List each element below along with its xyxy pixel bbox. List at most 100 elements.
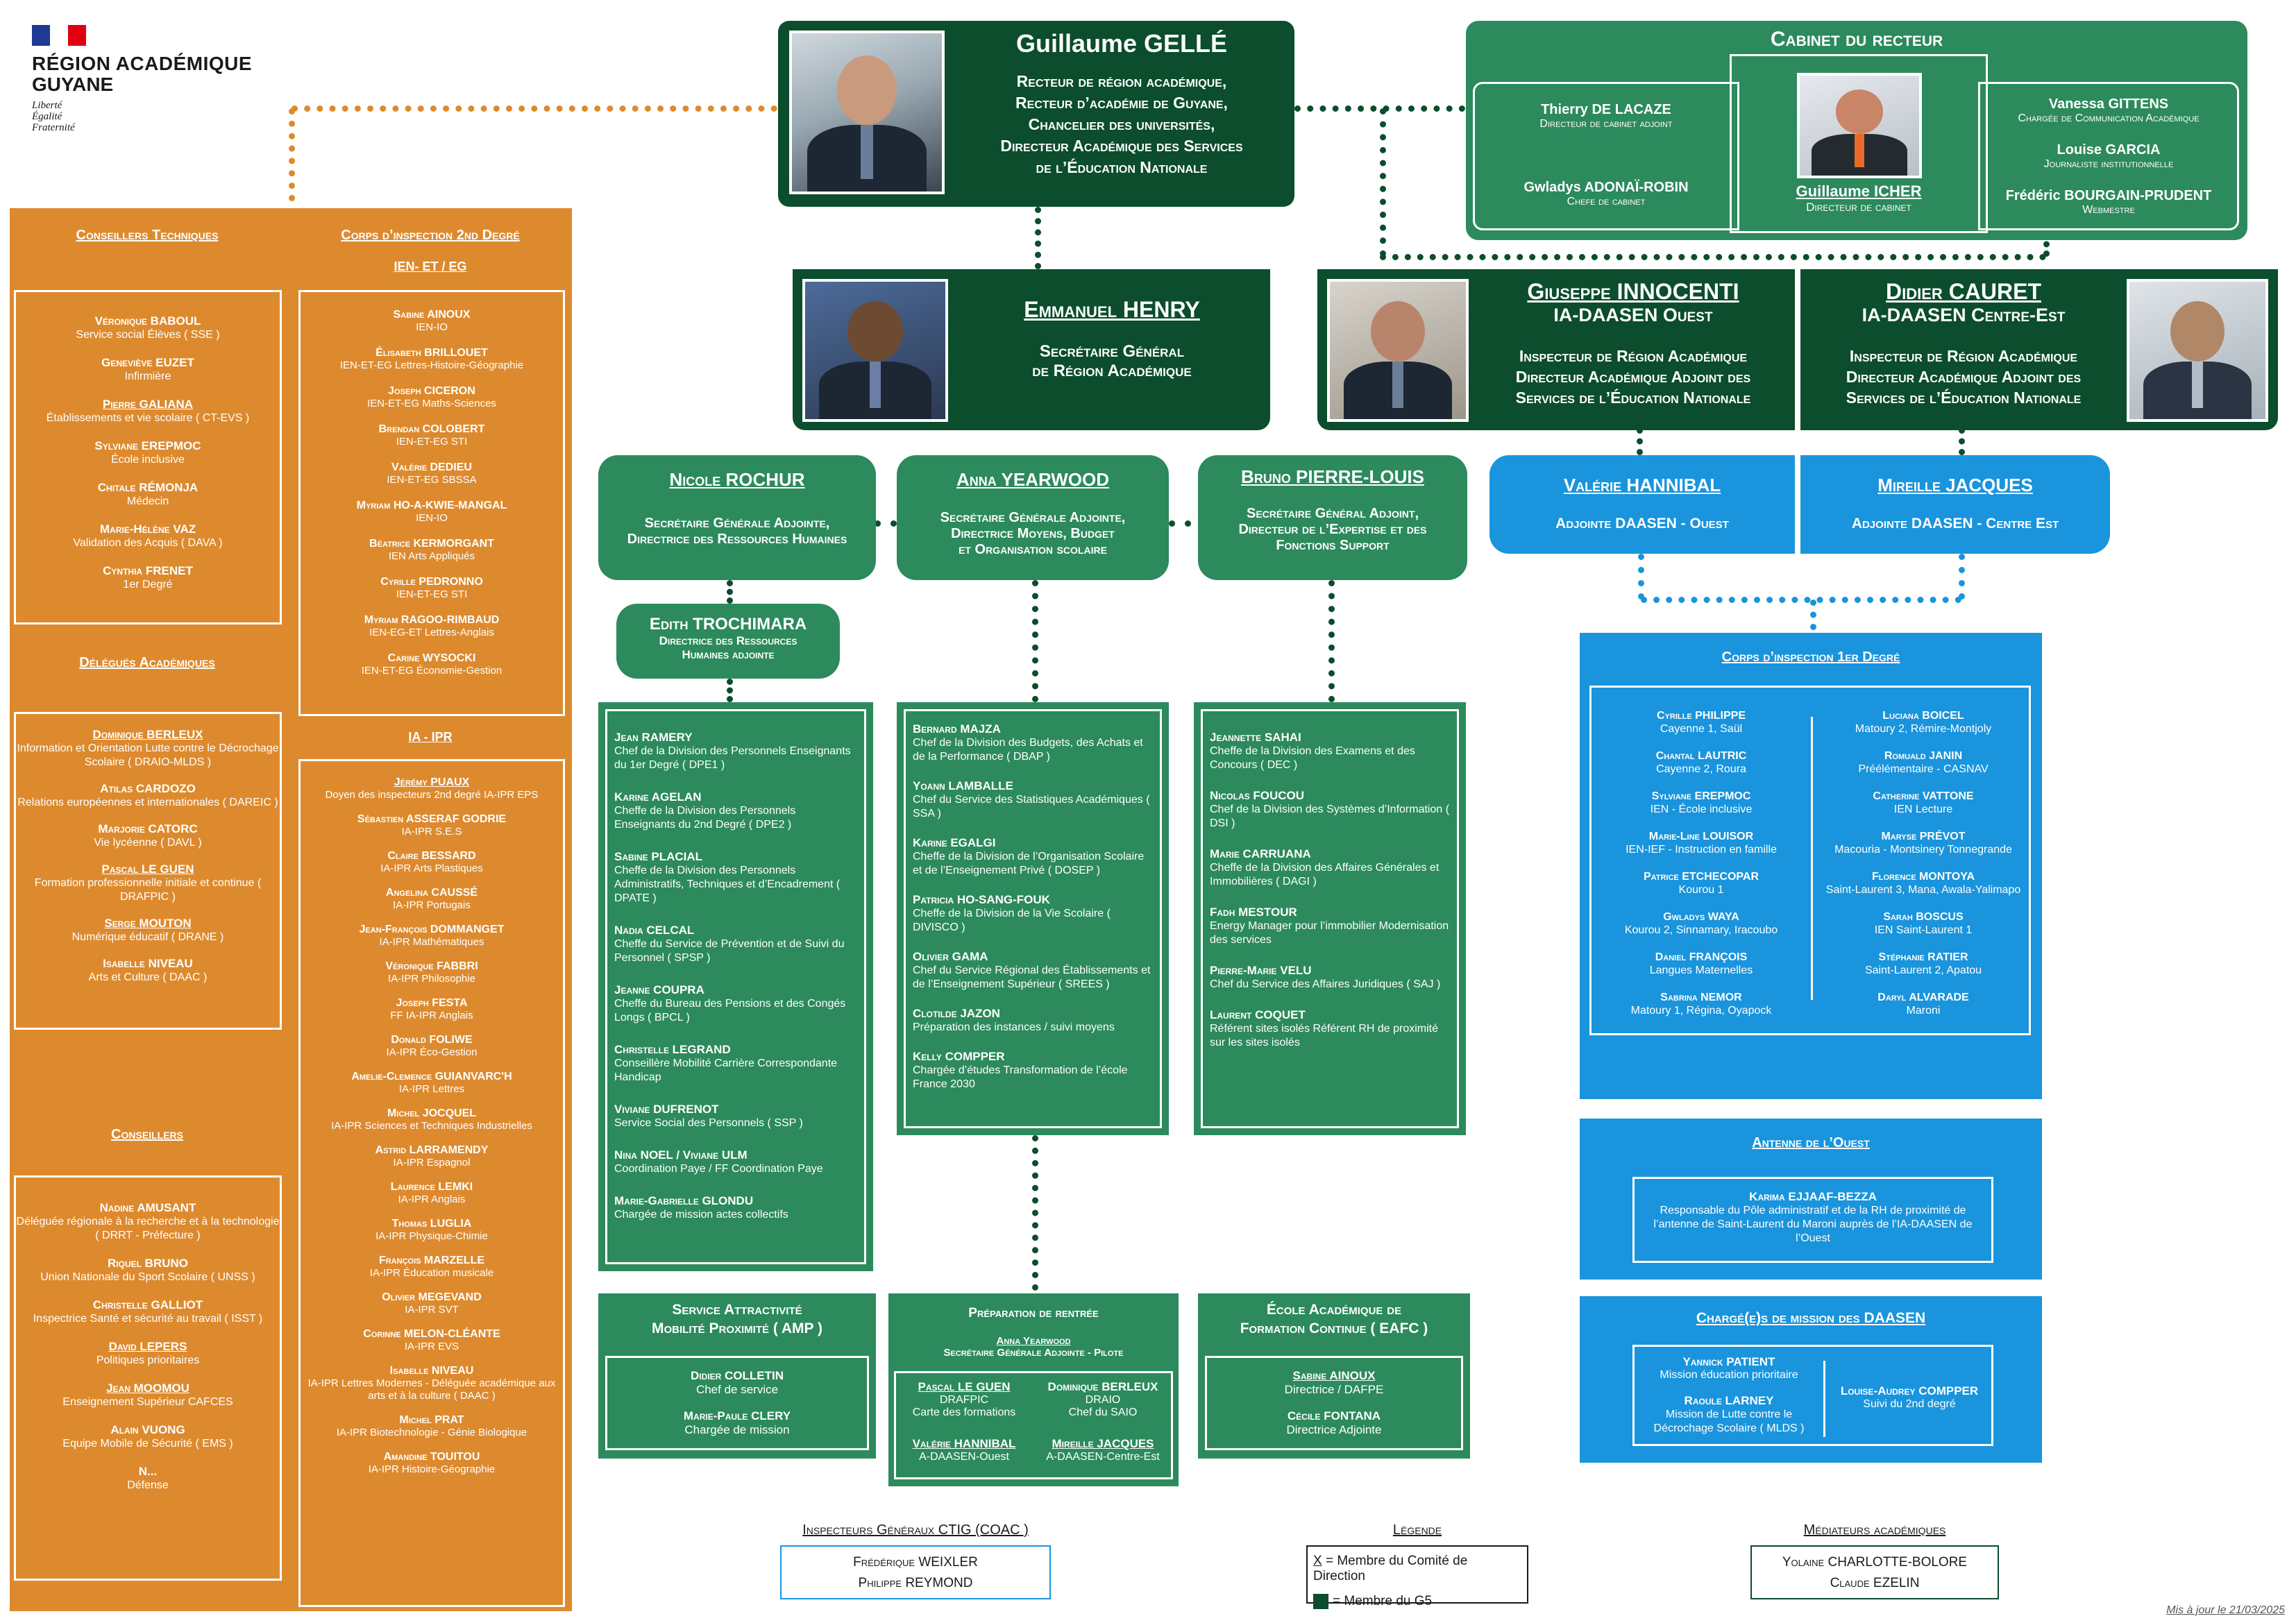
person-name: Laurence LEMKI: [390, 1181, 473, 1193]
daasen-ouest-title: Directeur Académique Adjoint des: [1515, 368, 1751, 386]
person-name: Gwladys WAYA: [1663, 911, 1739, 923]
person-role: IEN-ET-EG Économie-Gestion: [361, 665, 503, 677]
person-role: Saint-Laurent 3, Mana, Awala-Yalimapo: [1825, 884, 2021, 896]
antenne-title: Antenne de l’Ouest: [1752, 1135, 1870, 1150]
mission-person-name: Yannick PATIENT: [1682, 1355, 1775, 1368]
mission-person-name: Raoule LARNEY: [1684, 1394, 1774, 1407]
ci2-sub2: IA - IPR: [408, 730, 453, 744]
sga2-card: Anna YEARWOOD Secrétaire Générale Adjoin…: [897, 455, 1169, 580]
brand-line1: RÉGION ACADÉMIQUE: [32, 53, 253, 74]
conseillers-title: Conseillers: [111, 1127, 183, 1142]
person-role: 1er Degré: [123, 579, 173, 590]
connector: [1035, 207, 1041, 269]
daasen-centre-title: Directeur Académique Adjoint des: [1846, 368, 2082, 386]
amp-person-name: Didier COLLETIN: [691, 1369, 784, 1382]
sga2-title: et Organisation scolaire: [959, 542, 1107, 557]
person-role: Préparation des instances / suivi moyens: [913, 1021, 1115, 1033]
amp-title: Service Attractivité: [672, 1302, 802, 1318]
cabinet-name: Vanessa GITTENS: [2048, 96, 2169, 112]
sga1-title: Directrice des Ressources Humaines: [627, 532, 847, 547]
sga1-title: Secrétaire Générale Adjointe,: [644, 516, 830, 531]
connector: [727, 679, 733, 702]
person-role: IA-IPR EVS: [404, 1341, 459, 1352]
mission-person-role: Mission éducation prioritaire: [1660, 1369, 1798, 1381]
brand-line2: GUYANE: [32, 74, 114, 95]
person-name: Jean-François DOMMANGET: [359, 924, 505, 935]
person-role: Chef de la Division des Budgets, des Ach…: [913, 737, 1143, 763]
person-role: IA-IPR Arts Plastiques: [380, 863, 483, 874]
person-name: Élisabeth BRILLOUET: [375, 347, 488, 359]
person-name: Daryl ALVARADE: [1877, 992, 1969, 1003]
sg-title: de Région Académique: [1032, 362, 1192, 380]
person-role: Kourou 1: [1678, 884, 1724, 896]
sg-card: Emmanuel HENRY Secrétaire Général de Rég…: [793, 269, 1270, 430]
person-role: IEN - École inclusive: [1650, 804, 1753, 815]
person-role: IEN-ET-EG STI: [396, 588, 468, 600]
legend-title: Légende: [1392, 1522, 1442, 1538]
eafc-card: École Académique de Formation Continue (…: [1198, 1293, 1470, 1459]
recteur-card: Guillaume GELLÉ Recteur de région académ…: [778, 21, 1294, 207]
person-name: Chantal LAUTRIC: [1655, 750, 1747, 762]
eafc-person-name: Sabine AINOUX: [1292, 1369, 1376, 1382]
person-role: Cheffe de la Division des Examens et des…: [1210, 745, 1415, 771]
legend-swatch: [1313, 1594, 1328, 1609]
person-role: Médecin: [126, 495, 169, 507]
prep-person-role: Carte des formations: [912, 1407, 1016, 1418]
connector: [727, 580, 733, 604]
eafc-person-name: Cécile FONTANA: [1287, 1409, 1381, 1422]
drh-adj-name: Edith TROCHIMARA: [649, 615, 807, 634]
recteur-title: Recteur d’académie de Guyane,: [1015, 94, 1228, 112]
person-name: Kelly COMPPER: [913, 1050, 1005, 1063]
eafc-title: École Académique de: [1266, 1302, 1402, 1318]
person-role: Déléguée régionale à la recherche et à l…: [16, 1216, 280, 1241]
person-name: Olivier MEGEVAND: [382, 1291, 482, 1303]
person-role: Equipe Mobile de Sécurité ( EMS ): [62, 1438, 233, 1450]
legend-section: Légende X = Membre du Comité de Directio…: [1306, 1522, 1528, 1609]
person-role: IEN-EG-ET Lettres-Anglais: [369, 627, 494, 638]
person-role: Vie lycéenne ( DAVL ): [94, 837, 202, 849]
person-name: Chitale RÉMONJA: [97, 481, 199, 494]
adj-ouest-role: Adjointe DAASEN - Ouest: [1555, 516, 1729, 532]
antenne-card: Antenne de l’Ouest Karima EJJAAF-BEZZA R…: [1580, 1119, 2042, 1280]
prep-person-role: Chef du SAIO: [1068, 1407, 1138, 1418]
person-name: Pierre-Marie VELU: [1210, 964, 1312, 977]
person-role: Inspectrice Santé et sécurité au travail…: [33, 1313, 263, 1325]
daasen-ouest-card: Giuseppe INNOCENTI IA-DAASEN Ouest Inspe…: [1317, 269, 1795, 430]
person-role: IEN-ET-EG Maths-Sciences: [367, 398, 496, 409]
person-role: Cayenne 1, Saül: [1660, 723, 1743, 735]
recteur-title: Chancelier des universités,: [1028, 115, 1215, 133]
prep-person-role: DRAIO: [1085, 1394, 1121, 1406]
person-name: Corinne MELON-CLÉANTE: [363, 1328, 500, 1340]
recteur-title: Directeur Académique des Services: [1000, 137, 1243, 155]
cabinet-name: Louise GARCIA: [2057, 142, 2161, 158]
connector: [1328, 580, 1335, 702]
cabinet-role: Directeur de cabinet adjoint: [1539, 118, 1673, 130]
person-role: IA-IPR Sciences et Techniques Industriel…: [331, 1120, 532, 1132]
person-name: Jean RAMERY: [614, 731, 693, 744]
person-name: Cynthia FRENET: [103, 564, 193, 577]
person-name: Astrid LARRAMENDY: [375, 1144, 489, 1156]
person-role: Chef du Service Régional des Établisseme…: [913, 965, 1151, 990]
sga2-name: Anna YEARWOOD: [956, 469, 1110, 490]
person-name: Béatrice KERMORGANT: [369, 538, 494, 550]
cabinet-director-photo: [1797, 73, 1922, 178]
